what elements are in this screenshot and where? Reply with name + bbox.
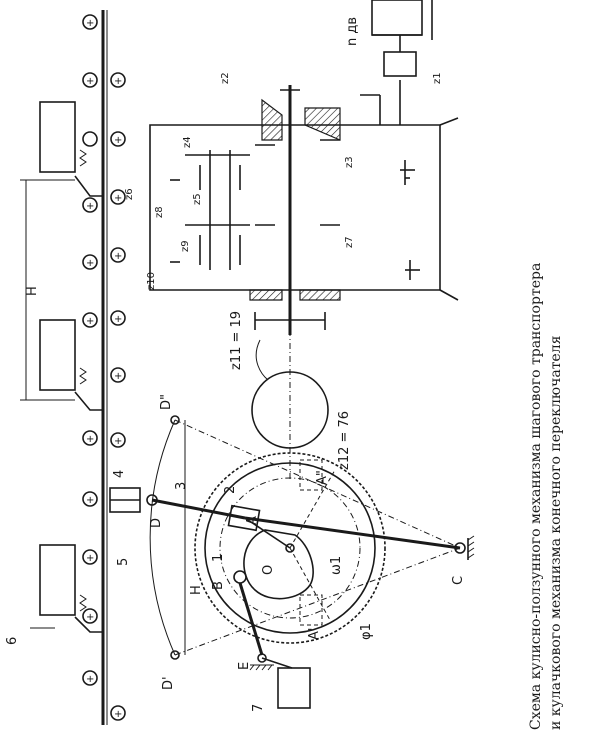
label-z6: z6: [124, 188, 135, 200]
svg-text:+: +: [86, 258, 94, 269]
roller: +: [110, 247, 126, 263]
label-d-prime: D': [161, 676, 176, 690]
roller: +: [82, 430, 98, 446]
svg-text:+: +: [114, 709, 122, 720]
svg-text:+: +: [114, 436, 122, 447]
roller: +: [110, 189, 126, 205]
pivot-c: C: [451, 535, 475, 585]
svg-text:+: +: [114, 314, 122, 325]
roller: +: [82, 254, 98, 270]
caption: Схема кулисно-ползунного механизма шагов…: [528, 263, 564, 730]
roller: +: [82, 670, 98, 686]
label-phi1: φ1: [359, 623, 374, 640]
gearbox-gears: [170, 89, 420, 330]
gear-labels: z1 z2 z3 z4 z5 z6 z7 z8 z9 z10: [124, 72, 443, 290]
gearbox-housing: [149, 117, 459, 301]
caption-line2: и кулачкового механизма конечного перекл…: [548, 335, 564, 730]
svg-text:+: +: [114, 251, 122, 262]
label-a-prime: A': [307, 628, 322, 640]
label-z2: z2: [220, 72, 231, 84]
roller: +: [82, 197, 98, 213]
svg-text:+: +: [86, 201, 94, 212]
workpiece-top: [39, 101, 103, 197]
roller: +: [110, 310, 126, 326]
label-5: 5: [116, 558, 131, 566]
roller: +: [82, 312, 98, 328]
svg-text:+: +: [114, 76, 122, 87]
caption-line1: Схема кулисно-ползунного механизма шагов…: [528, 263, 544, 730]
label-d: D: [149, 518, 164, 528]
label-omega1: ω1: [329, 556, 344, 575]
label-3: 3: [174, 482, 189, 490]
svg-text:+: +: [86, 434, 94, 445]
crank-disc: O 1 ω1 A" A' φ1: [204, 459, 376, 640]
label-c: C: [451, 576, 466, 585]
label-h-top: H: [25, 286, 40, 296]
label-z11: z11 = 19: [229, 311, 244, 370]
svg-text:+: +: [86, 18, 94, 29]
slider-assembly: 4 5 3 D: [109, 470, 189, 566]
bearings: [249, 98, 341, 301]
label-z1: z1: [432, 72, 443, 84]
label-z3: z3: [344, 156, 355, 168]
roller: +: [82, 608, 98, 624]
roller-top: +: [82, 14, 98, 30]
label-2: 2: [223, 486, 238, 494]
svg-text:+: +: [86, 674, 94, 685]
svg-text:+: +: [86, 316, 94, 327]
roller: +: [82, 549, 98, 565]
svg-text:+: +: [114, 193, 122, 204]
svg-text:+: +: [114, 135, 122, 146]
label-a: A: [245, 516, 260, 525]
extreme-positions: D" D': [149, 394, 461, 690]
label-o: O: [261, 565, 276, 575]
svg-text:+: +: [86, 612, 94, 623]
label-1: 1: [211, 554, 226, 562]
label-4: 4: [112, 470, 127, 478]
label-e: E: [237, 662, 252, 670]
cam-follower: B E 7: [211, 570, 311, 712]
linkage: 2 A: [151, 486, 461, 550]
label-d-dprime: D": [159, 394, 174, 410]
svg-text:+: +: [86, 76, 94, 87]
label-a-dprime: A": [315, 470, 330, 485]
label-b: B: [211, 581, 226, 590]
dimension-h-top: H: [20, 179, 75, 401]
label-z9: z9: [180, 240, 191, 252]
roller: +: [82, 491, 98, 507]
conveyor-rail: [101, 10, 108, 725]
motor: n дв: [345, 0, 433, 77]
label-7: 7: [251, 704, 266, 712]
label-z10: z10: [146, 272, 157, 290]
roller: +: [110, 131, 126, 147]
label-6: 6: [5, 637, 20, 645]
gearbox-shafts: [209, 80, 401, 335]
conveyor-rollers: + + + + + + + + + + + + + + + + + +: [82, 14, 126, 721]
dimension-h-bottom: H: [184, 420, 204, 655]
roller: [82, 131, 98, 147]
svg-text:+: +: [114, 371, 122, 382]
workpiece-middle: [39, 319, 103, 411]
workpiece-bottom: [39, 544, 103, 633]
svg-text:+: +: [86, 495, 94, 506]
label-z12: z12 = 76: [337, 411, 352, 470]
roller: +: [110, 72, 126, 88]
label-z8: z8: [154, 206, 165, 218]
label-z7: z7: [344, 236, 355, 248]
svg-text:+: +: [86, 553, 94, 564]
roller: +: [110, 367, 126, 383]
label-n-dv: n дв: [345, 17, 360, 46]
gear-pair-z11-z12: z11 = 19 z12 = 76: [194, 311, 386, 644]
roller: +: [82, 72, 98, 88]
roller-bottom: +: [110, 705, 126, 721]
roller: +: [110, 432, 126, 448]
label-z5: z5: [192, 193, 203, 205]
label-z4: z4: [182, 136, 193, 148]
label-h-bottom: H: [189, 585, 204, 595]
